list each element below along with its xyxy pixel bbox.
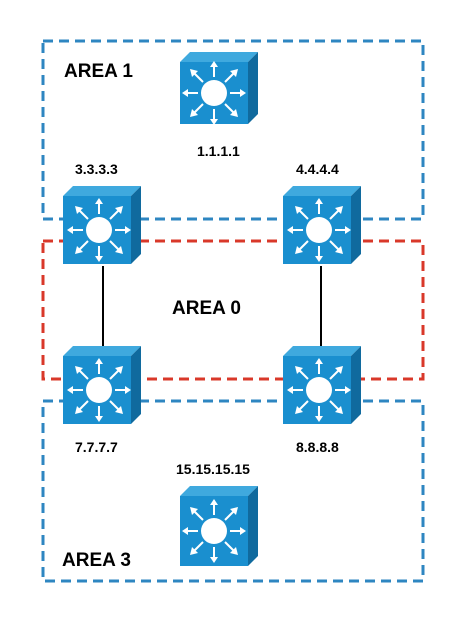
layer3-switch-icon <box>63 186 141 264</box>
router-label-8-8-8-8: 8.8.8.8 <box>296 439 339 455</box>
router-4-4-4-4[interactable] <box>283 186 361 264</box>
area-1-label: AREA 1 <box>64 61 133 82</box>
router-3-3-3-3[interactable] <box>63 186 141 264</box>
area-3-boundary <box>41 399 425 583</box>
router-label-3-3-3-3: 3.3.3.3 <box>75 161 118 177</box>
area-0-label: AREA 0 <box>172 298 241 319</box>
layer3-switch-icon <box>283 186 361 264</box>
area-0-boundary <box>41 239 425 381</box>
area-1-boundary <box>41 39 425 221</box>
router-8-8-8-8[interactable] <box>283 346 361 424</box>
layer3-switch-icon <box>180 52 258 126</box>
layer3-switch-icon <box>63 346 141 424</box>
router-15-15-15-15[interactable] <box>180 486 258 566</box>
router-7-7-7-7[interactable] <box>63 346 141 424</box>
router-label-1-1-1-1: 1.1.1.1 <box>197 143 240 159</box>
router-label-4-4-4-4: 4.4.4.4 <box>296 161 339 177</box>
router-1-1-1-1[interactable] <box>180 52 258 126</box>
layer3-switch-icon <box>283 346 361 424</box>
router-label-15-15-15-15: 15.15.15.15 <box>176 461 250 477</box>
area-3-label: AREA 3 <box>62 550 131 571</box>
layer3-switch-icon <box>180 486 258 566</box>
router-label-7-7-7-7: 7.7.7.7 <box>75 439 118 455</box>
